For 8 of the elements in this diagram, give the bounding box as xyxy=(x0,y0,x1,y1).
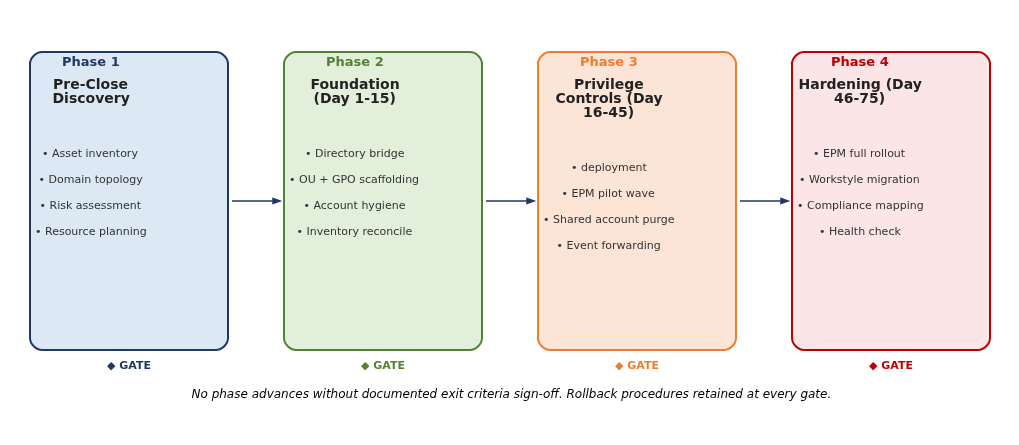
node-label: ◆ GATE xyxy=(614,358,659,372)
caption: No phase advances without documented exit criteria sign-off. Rollback procedures retained at every gate. xyxy=(191,386,831,401)
node-label: ◆ GATE xyxy=(360,358,405,372)
node-label: ◆ GATE xyxy=(106,358,151,372)
arrow xyxy=(230,197,282,205)
arrow xyxy=(738,197,790,205)
arrow xyxy=(484,197,536,205)
node-label: ◆ GATE xyxy=(868,358,913,372)
